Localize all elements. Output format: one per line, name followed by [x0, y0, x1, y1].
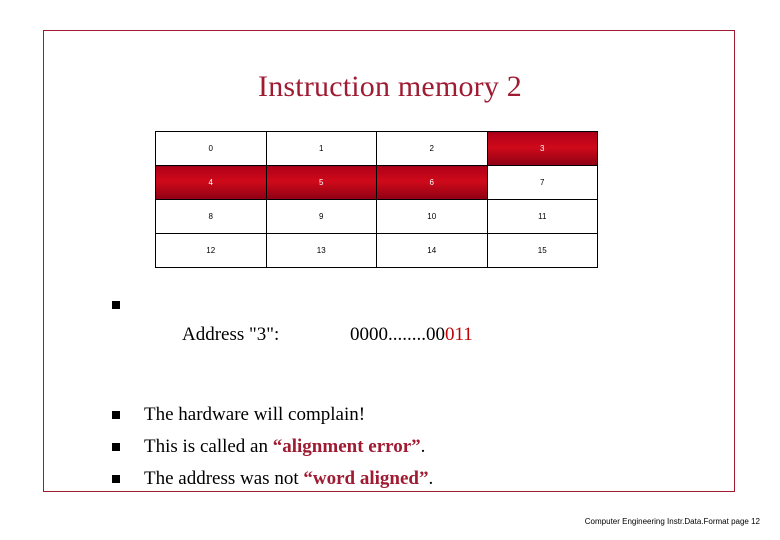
memory-grid: 0 1 2 3 4 5 6 7 8 9 10 11 12 13 14 15 — [155, 131, 598, 268]
memory-cell-13[interactable]: 13 — [265, 233, 377, 268]
bullet-marker-icon — [112, 475, 120, 483]
bullet-text-post: . — [420, 436, 426, 457]
page-title: Instruction memory 2 — [258, 70, 522, 103]
address-value: 0000........00011 — [350, 324, 473, 345]
spacer — [104, 382, 704, 400]
bullet-marker-icon — [112, 301, 120, 309]
memory-cell-14[interactable]: 14 — [376, 233, 488, 268]
table-row: 4 5 6 7 — [155, 165, 598, 200]
bullet-text-emphasis: “word aligned” — [303, 468, 429, 489]
address-label: Address "3": — [182, 324, 280, 345]
bullet-text-pre: The address was not — [144, 468, 304, 489]
memory-cell-3[interactable]: 3 — [486, 131, 598, 166]
memory-cell-2[interactable]: 2 — [376, 131, 488, 166]
address-prefix: 0000........00 — [350, 324, 445, 345]
table-row: 12 13 14 15 — [155, 233, 598, 268]
memory-cell-6[interactable]: 6 — [376, 165, 488, 200]
memory-cell-5[interactable]: 5 — [265, 165, 377, 200]
bullet-address: Address "3": 0000........00011 — [104, 290, 704, 380]
bullet-marker-icon — [112, 443, 120, 451]
bullet-text-pre: This is called an — [144, 436, 273, 457]
slide-footer: Computer Engineering Instr.Data.Format p… — [584, 517, 760, 526]
bullet-text: The hardware will complain! — [144, 404, 366, 425]
memory-cell-15[interactable]: 15 — [486, 233, 598, 268]
bullet-text-emphasis: “alignment error” — [272, 436, 421, 457]
bullet-alignment-error: This is called an “alignment error”. — [104, 432, 704, 462]
address-suffix: 011 — [445, 324, 473, 345]
slide-border — [43, 30, 735, 492]
bullet-word-aligned: The address was not “word aligned”. — [104, 464, 704, 494]
memory-cell-8[interactable]: 8 — [155, 199, 267, 234]
table-row: 8 9 10 11 — [155, 199, 598, 234]
bullet-text-post: . — [428, 468, 434, 489]
bullet-marker-icon — [112, 411, 120, 419]
bullet-list: Address "3": 0000........00011 The hardwa… — [104, 290, 704, 496]
memory-cell-1[interactable]: 1 — [265, 131, 377, 166]
memory-cell-0[interactable]: 0 — [155, 131, 267, 166]
memory-cell-4[interactable]: 4 — [155, 165, 267, 200]
memory-cell-7[interactable]: 7 — [486, 165, 598, 200]
bullet-hardware-complain: The hardware will complain! — [104, 400, 704, 430]
memory-cell-11[interactable]: 11 — [486, 199, 598, 234]
memory-cell-10[interactable]: 10 — [376, 199, 488, 234]
table-row: 0 1 2 3 — [155, 131, 598, 166]
memory-cell-12[interactable]: 12 — [155, 233, 267, 268]
memory-cell-9[interactable]: 9 — [265, 199, 377, 234]
